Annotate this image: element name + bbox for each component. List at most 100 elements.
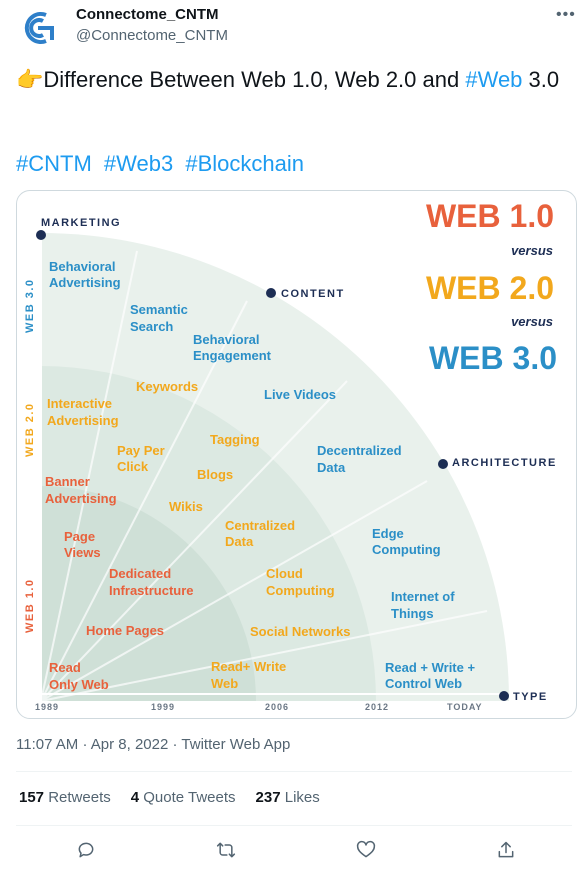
share-icon (498, 841, 514, 858)
avatar[interactable] (16, 6, 60, 50)
web2-item: Tagging (210, 432, 260, 447)
versus-2: versus (511, 314, 553, 329)
web2-item: Blogs (197, 467, 233, 482)
reply-icon (78, 842, 94, 858)
tweet-date[interactable]: Apr 8, 2022 (90, 736, 169, 753)
web3-item: Advertising (49, 275, 121, 290)
retweet-icon (216, 842, 236, 858)
title-web2: WEB 2.0 (426, 270, 554, 306)
likes-stat[interactable]: 237 Likes (256, 789, 320, 806)
web2-item: Computing (266, 583, 335, 598)
reply-button[interactable] (72, 836, 100, 864)
year-1999: 1999 (151, 702, 175, 712)
web2-item: Cloud (266, 566, 303, 581)
web2-item: Keywords (136, 379, 198, 394)
side-web1-label: WEB 1.0 (24, 578, 36, 633)
tweet-text: 👉Difference Between Web 1.0, Web 2.0 and… (16, 66, 572, 94)
web2-item: Read+ Write (211, 659, 286, 674)
web3-item: Edge (372, 526, 404, 541)
type-label: TYPE (513, 691, 548, 703)
likes-label: Likes (284, 789, 320, 806)
web3-item: Search (130, 319, 173, 334)
web3-item: Semantic (130, 302, 188, 317)
pointing-hand-emoji: 👉 (16, 67, 44, 92)
meta-separator: · (82, 736, 88, 753)
web3-item: Computing (372, 542, 441, 557)
marketing-label: MARKETING (41, 217, 121, 229)
web1-item: Advertising (45, 491, 117, 506)
tweet-media-image[interactable]: MARKETING CONTENT ARCHITECTURE TYPE WEB … (16, 190, 577, 719)
content-dot (266, 288, 276, 298)
title-web1: WEB 1.0 (426, 198, 554, 234)
web3-item: Data (317, 460, 346, 475)
web3-item: Things (391, 606, 434, 621)
share-button[interactable] (492, 836, 520, 864)
tweet-source[interactable]: Twitter Web App (181, 736, 291, 753)
web3-item: Decentralized (317, 443, 402, 458)
architecture-label: ARCHITECTURE (452, 457, 557, 469)
hashtag-blockchain[interactable]: #Blockchain (185, 151, 304, 176)
architecture-dot (438, 459, 448, 469)
web1-item: Dedicated (109, 566, 171, 581)
web1-item: Home Pages (86, 623, 164, 638)
content-label: CONTENT (281, 288, 345, 300)
retweets-stat[interactable]: 157 Retweets (19, 789, 111, 806)
side-web2-label: WEB 2.0 (24, 402, 36, 457)
divider (16, 825, 572, 826)
web-evolution-infographic: MARKETING CONTENT ARCHITECTURE TYPE WEB … (24, 198, 557, 712)
quotes-count: 4 (130, 789, 140, 806)
web2-item: Data (225, 534, 254, 549)
hashtag-cntm[interactable]: #CNTM (16, 151, 92, 176)
hashtag-web3[interactable]: #Web3 (103, 151, 174, 176)
hashtag-web[interactable]: #Web (465, 67, 523, 92)
year-2006: 2006 (265, 702, 289, 712)
quotes-label: Quote Tweets (143, 789, 236, 806)
hashtag-list: #CNTM #Web3 #Blockchain (16, 150, 310, 178)
year-2012: 2012 (365, 702, 389, 712)
author-handle[interactable]: @Connectome_CNTM (76, 27, 228, 44)
like-icon (356, 840, 376, 858)
web3-item: Read + Write + (385, 660, 475, 675)
web3-item: Internet of (391, 589, 455, 604)
web1-item: Banner (45, 474, 90, 489)
web1-item: Views (64, 545, 101, 560)
tweet-header: Connectome_CNTM @Connectome_CNTM ••• (0, 0, 588, 60)
tweet-time[interactable]: 11:07 AM (16, 736, 79, 753)
web2-item: Centralized (225, 518, 295, 533)
title-web3: WEB 3.0 (429, 340, 557, 376)
web2-item: Social Networks (250, 624, 350, 639)
more-options-icon[interactable]: ••• (556, 6, 576, 23)
web2-item: Interactive (47, 396, 112, 411)
tweet-text-tail: 3.0 (522, 67, 560, 92)
type-dot (499, 691, 509, 701)
web2-item: Pay Per (117, 443, 165, 458)
connectome-logo-icon (24, 12, 54, 44)
web1-item: Page (64, 529, 95, 544)
side-web3-label: WEB 3.0 (24, 278, 36, 333)
tweet-text-body: Difference Between Web 1.0, Web 2.0 and (43, 67, 466, 92)
retweets-count: 157 (19, 789, 45, 806)
like-button[interactable] (352, 836, 380, 864)
web1-zone (41, 486, 256, 701)
web2-item: Advertising (47, 413, 119, 428)
web3-item: Behavioral (193, 332, 259, 347)
retweet-button[interactable] (212, 836, 240, 864)
web3-item: Live Videos (264, 387, 336, 402)
retweets-label: Retweets (48, 789, 111, 806)
year-today: TODAY (447, 702, 483, 712)
author-display-name[interactable]: Connectome_CNTM (76, 6, 219, 23)
divider (16, 771, 572, 772)
likes-count: 237 (255, 789, 281, 806)
web2-item: Click (117, 459, 149, 474)
web2-item: Web (211, 676, 238, 691)
tweet-actions (0, 836, 588, 864)
marketing-dot (36, 230, 46, 240)
tweet-stats: 157 Retweets 4 Quote Tweets 237 Likes (19, 789, 320, 806)
quotes-stat[interactable]: 4 Quote Tweets (131, 789, 236, 806)
meta-separator: · (172, 736, 178, 753)
tweet-meta: 11:07 AM · Apr 8, 2022 · Twitter Web App (16, 736, 290, 753)
web3-item: Behavioral (49, 259, 115, 274)
versus-1: versus (511, 243, 553, 258)
web3-item: Engagement (193, 348, 272, 363)
web3-item: Control Web (385, 676, 462, 691)
